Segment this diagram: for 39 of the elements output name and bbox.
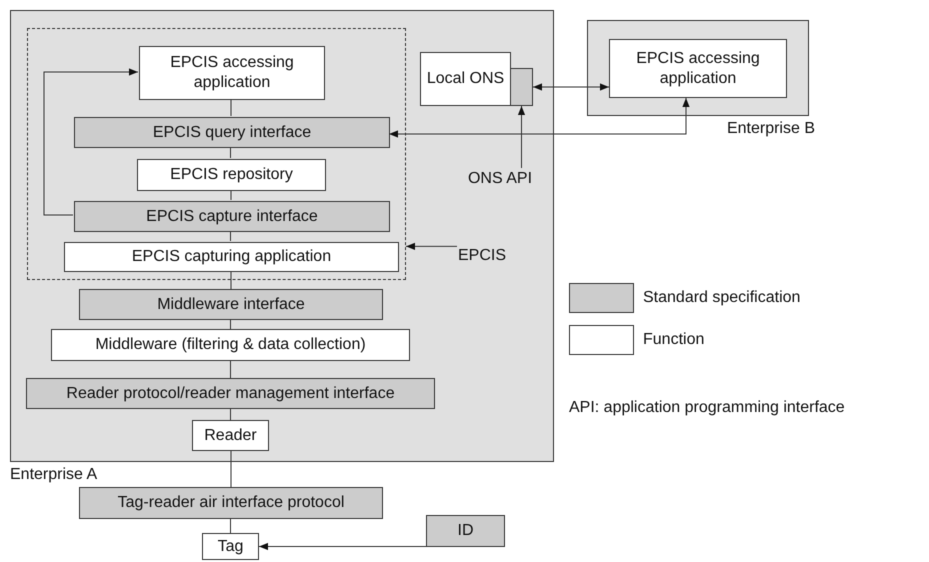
box-label: EPCIS query interface (152, 122, 312, 142)
arrow (518, 106, 526, 168)
box-label: Middleware interface (156, 294, 306, 314)
callout-text: EPCIS (458, 246, 506, 266)
arrow (258, 542, 426, 550)
arrow (44, 68, 138, 216)
connector-line (230, 270, 232, 290)
box-label: Middleware (filtering & data collection) (94, 335, 367, 355)
connector-line (230, 190, 232, 200)
arrow (406, 242, 458, 250)
connector-line (230, 320, 231, 330)
box-label: EPCIS repository (169, 165, 294, 185)
connector-line (230, 146, 231, 158)
box-label: Local ONS (426, 69, 506, 89)
note-text: API: application programming interface (569, 398, 845, 418)
box-label: EPCIS capturing application (130, 247, 332, 267)
dashed-group-box (27, 28, 406, 280)
box-label: EPCIS capture interface (145, 206, 319, 226)
legend-label: Function (643, 330, 704, 350)
specification-box (510, 68, 533, 106)
callout-text: ONS API (468, 169, 532, 189)
connector-line (230, 450, 232, 488)
connector-line (230, 360, 231, 378)
connector-line (230, 98, 232, 116)
box-label: EPCIS accessing application (169, 53, 295, 93)
arrow (388, 98, 690, 138)
enterprise-label: Enterprise A (10, 465, 98, 485)
box-label: Tag-reader air interface protocol (116, 493, 346, 513)
connector-line (230, 408, 231, 420)
box-label: Reader (203, 426, 258, 446)
box-label: Tag (216, 536, 244, 556)
enterprise-label: Enterprise B (726, 119, 815, 139)
arrow (532, 83, 610, 91)
box-label: ID (456, 521, 474, 541)
box-label: Reader protocol/reader management interface (65, 384, 396, 404)
box-label: EPCIS accessing application (635, 48, 761, 88)
legend-label: Standard specification (643, 288, 800, 308)
connector-line (230, 518, 231, 534)
connector-line (230, 230, 231, 242)
